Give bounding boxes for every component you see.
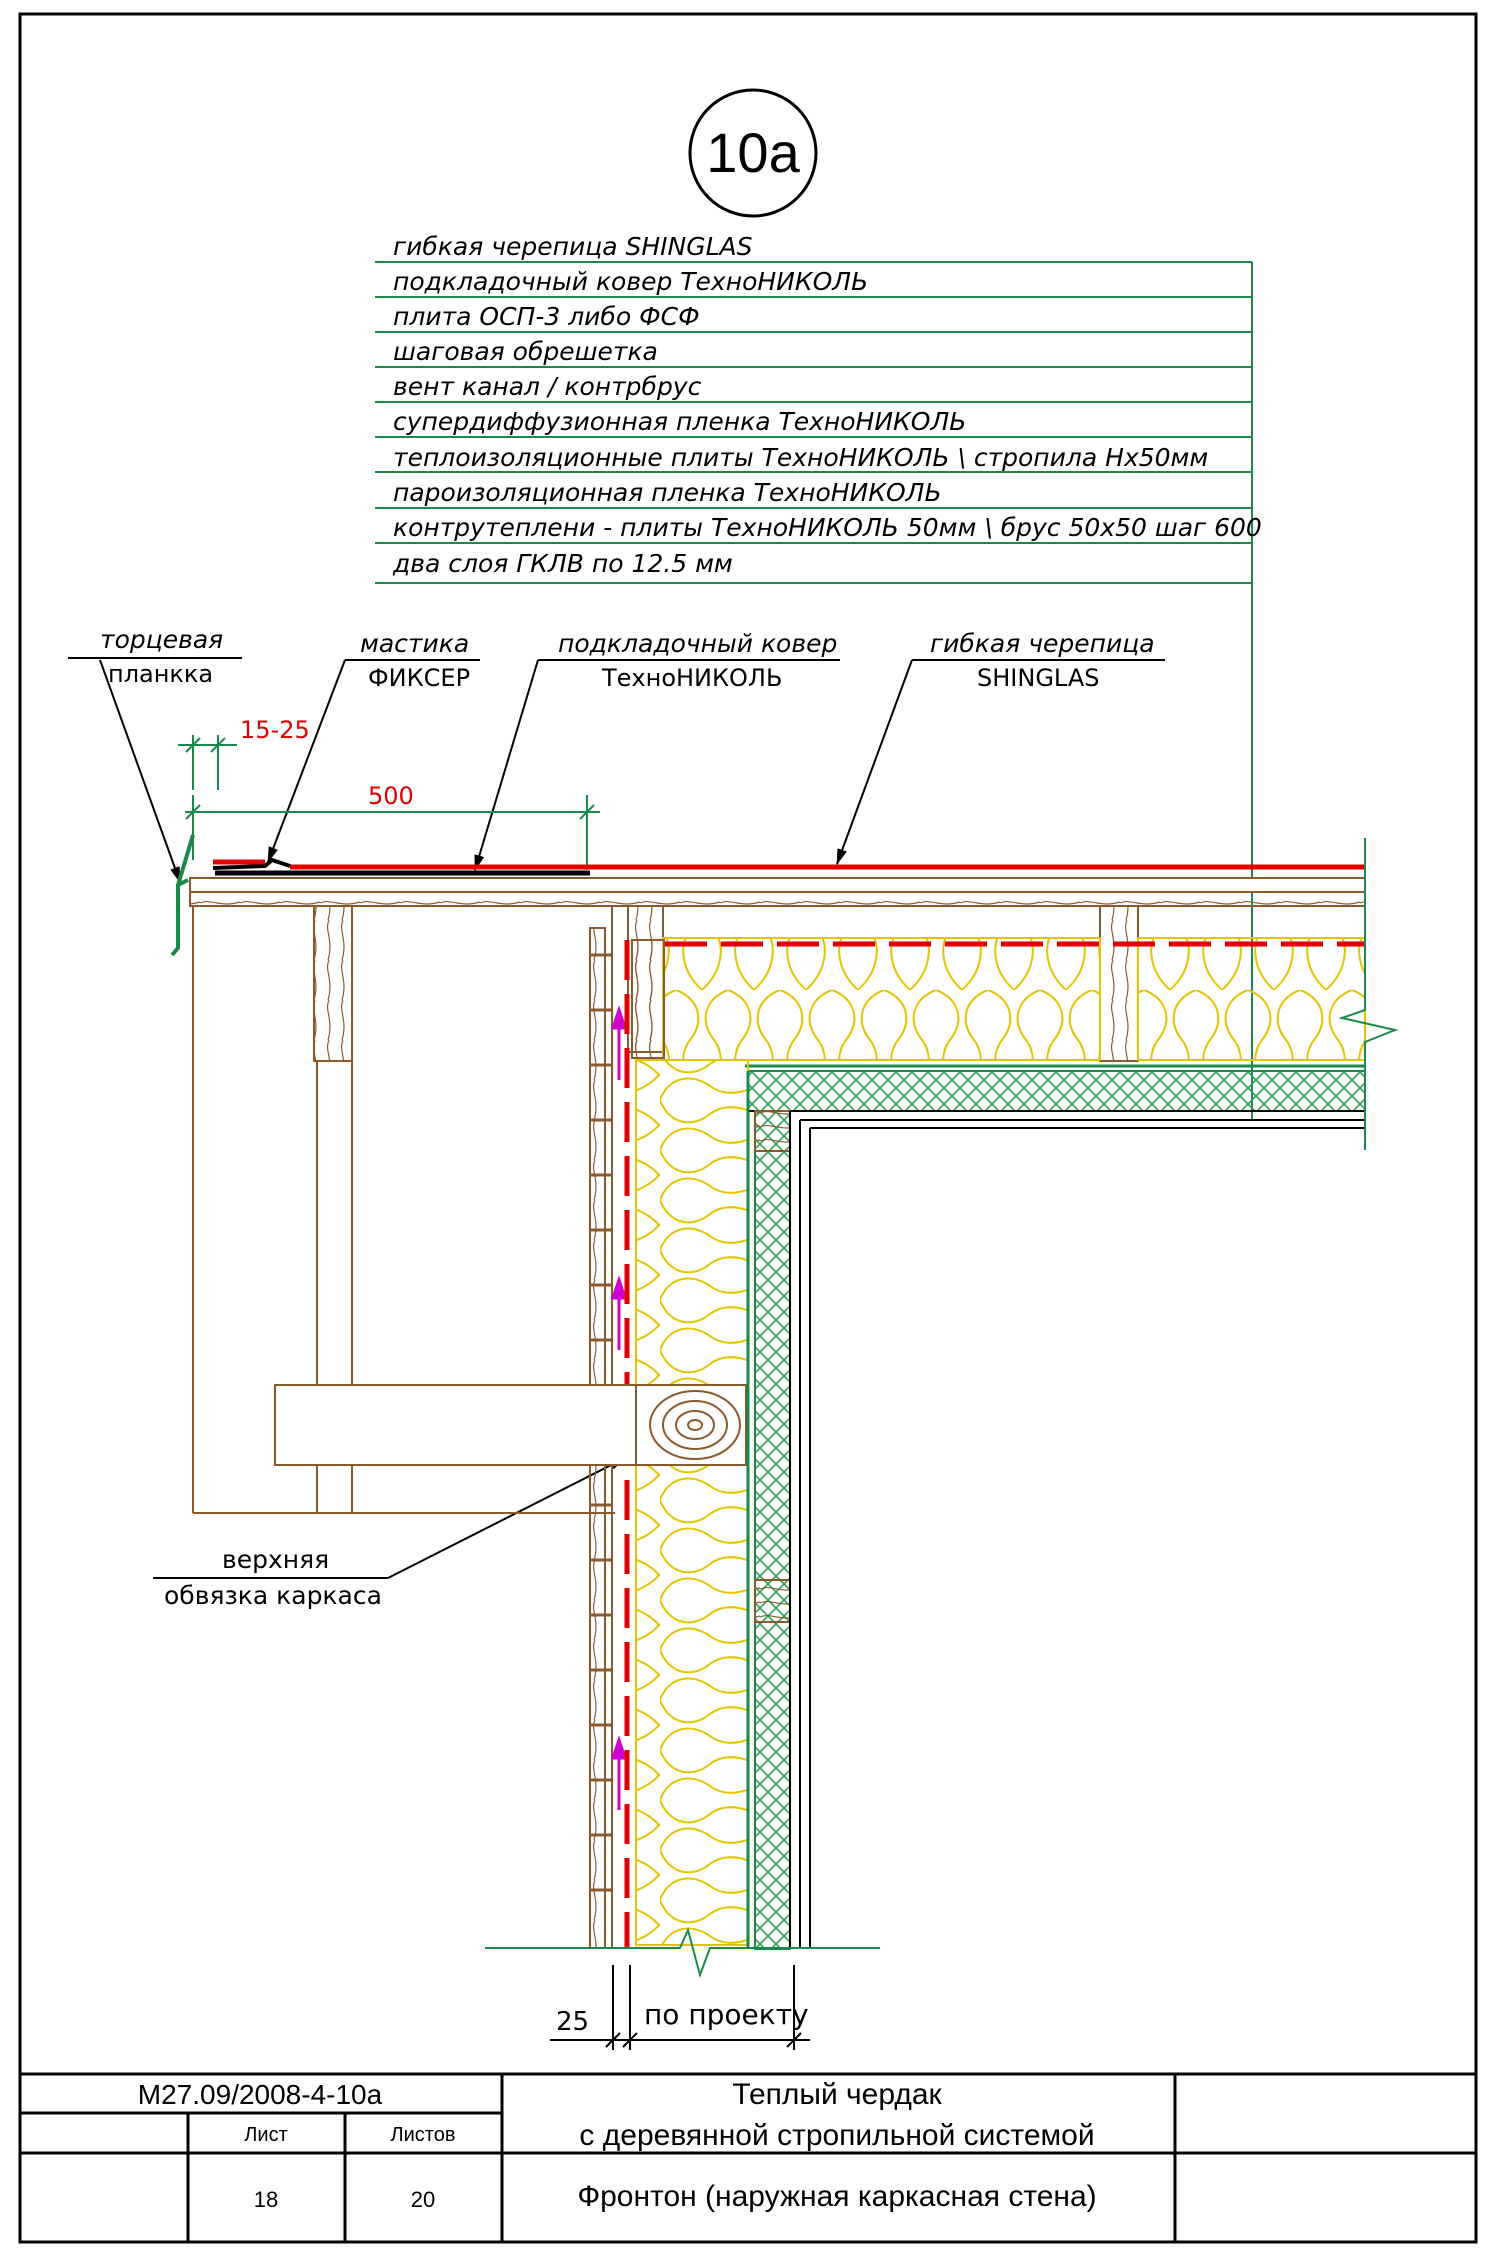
ceiling-counter-insulation xyxy=(747,1070,1366,1112)
layer-label: два слоя ГКЛВ по 12.5 мм xyxy=(392,549,733,578)
detail-bubble xyxy=(688,88,818,218)
dimension-underlay-text: 500 xyxy=(368,782,414,810)
callout-top-plate: верхняя обвязка каркаса xyxy=(153,1457,626,1610)
layer-label: контрутеплени - плиты ТехноНИКОЛЬ 50мм \… xyxy=(393,513,1262,542)
break-line-right xyxy=(1338,838,1399,1150)
callout-text: мастика xyxy=(360,629,469,658)
wall-insulation xyxy=(635,1059,749,1946)
layer-label: подкладочный ковер ТехноНИКОЛЬ xyxy=(393,267,868,296)
callout-text: верхняя xyxy=(222,1545,329,1574)
wall-drywall xyxy=(789,1111,811,1948)
layer-label: плита ОСП-3 либо ФСФ xyxy=(393,302,700,331)
layer-label: шаговая обрешетка xyxy=(393,337,658,366)
dimension-overlap xyxy=(178,735,237,790)
roof-insulation xyxy=(662,937,1101,1061)
construction-detail xyxy=(170,834,1399,1979)
drawing-code: М27.09/2008-4-10а xyxy=(138,2079,383,2110)
callout-text: гибкая черепица xyxy=(930,629,1155,658)
callout-text: SHINGLAS xyxy=(977,664,1099,692)
osb-deck xyxy=(189,877,1366,893)
dimension-project-text: по проекту xyxy=(644,1998,809,2031)
counter-batten xyxy=(754,1110,791,1152)
callout-text: ТехноНИКОЛЬ xyxy=(601,664,782,692)
subtitle: Фронтон (наружная каркасная стена) xyxy=(577,2180,1096,2213)
callout-text: торцевая xyxy=(100,625,223,654)
counter-batten xyxy=(754,1579,791,1623)
rafter xyxy=(1099,905,1139,1062)
layer-label: пароизоляционная пленка ТехноНИКОЛЬ xyxy=(393,478,942,507)
sheet-frame xyxy=(18,12,1478,2244)
callout-text: планкка xyxy=(108,660,213,688)
callout-text: обвязка каркаса xyxy=(164,1581,382,1610)
sheet-label: Лист xyxy=(244,2124,287,2146)
title-line-2: с деревянной стропильной системой xyxy=(579,2119,1094,2152)
wall-stud-top xyxy=(631,939,665,1059)
break-line-bottom xyxy=(485,1927,880,1979)
callout-text: ФИКСЕР xyxy=(368,664,470,692)
end-plank xyxy=(170,834,195,957)
callout-underlay: подкладочный ковер ТехноНИКОЛЬ xyxy=(474,629,840,871)
layer-label: гибкая черепица SHINGLAS xyxy=(393,232,753,261)
ceiling-drywall xyxy=(748,1110,1365,1129)
layer-label: теплоизоляционные плиты ТехноНИКОЛЬ \ ст… xyxy=(393,443,1208,472)
callout-text: подкладочный ковер xyxy=(558,629,837,658)
sheets-total: 20 xyxy=(411,2187,435,2212)
dimension-underlay xyxy=(185,795,600,870)
wall-counter-insulation xyxy=(754,1110,791,1950)
detail-id: 10а xyxy=(706,121,800,184)
batten-layer xyxy=(189,891,1366,907)
sheet-number: 18 xyxy=(254,2187,278,2212)
top-plate-end-grain xyxy=(635,1384,747,1466)
callout-shingle: гибкая черепица SHINGLAS xyxy=(836,629,1165,865)
roof-insulation xyxy=(1137,937,1366,1061)
dimension-overlap-text: 15-25 xyxy=(240,716,310,744)
callout-end-plank: торцевая планкка xyxy=(68,625,242,883)
title-line-1: Теплый чердак xyxy=(732,2078,942,2111)
layer-label: супердиффузионная пленка ТехноНИКОЛЬ xyxy=(393,407,966,436)
dimension-gap-text: 25 xyxy=(556,2007,589,2037)
layer-label: вент канал / контрбрус xyxy=(393,372,702,401)
vent-arrow xyxy=(610,1005,628,1810)
title-block xyxy=(20,2072,1476,2242)
mastic-blob xyxy=(212,857,291,870)
dimension-bottom xyxy=(550,1965,810,2050)
layer-labels: гибкая черепица SHINGLAS подкладочный ко… xyxy=(392,232,1262,578)
rafter xyxy=(313,905,353,1062)
callout-mastic: мастика ФИКСЕР xyxy=(267,629,480,863)
sheets-label: Листов xyxy=(391,2124,456,2146)
